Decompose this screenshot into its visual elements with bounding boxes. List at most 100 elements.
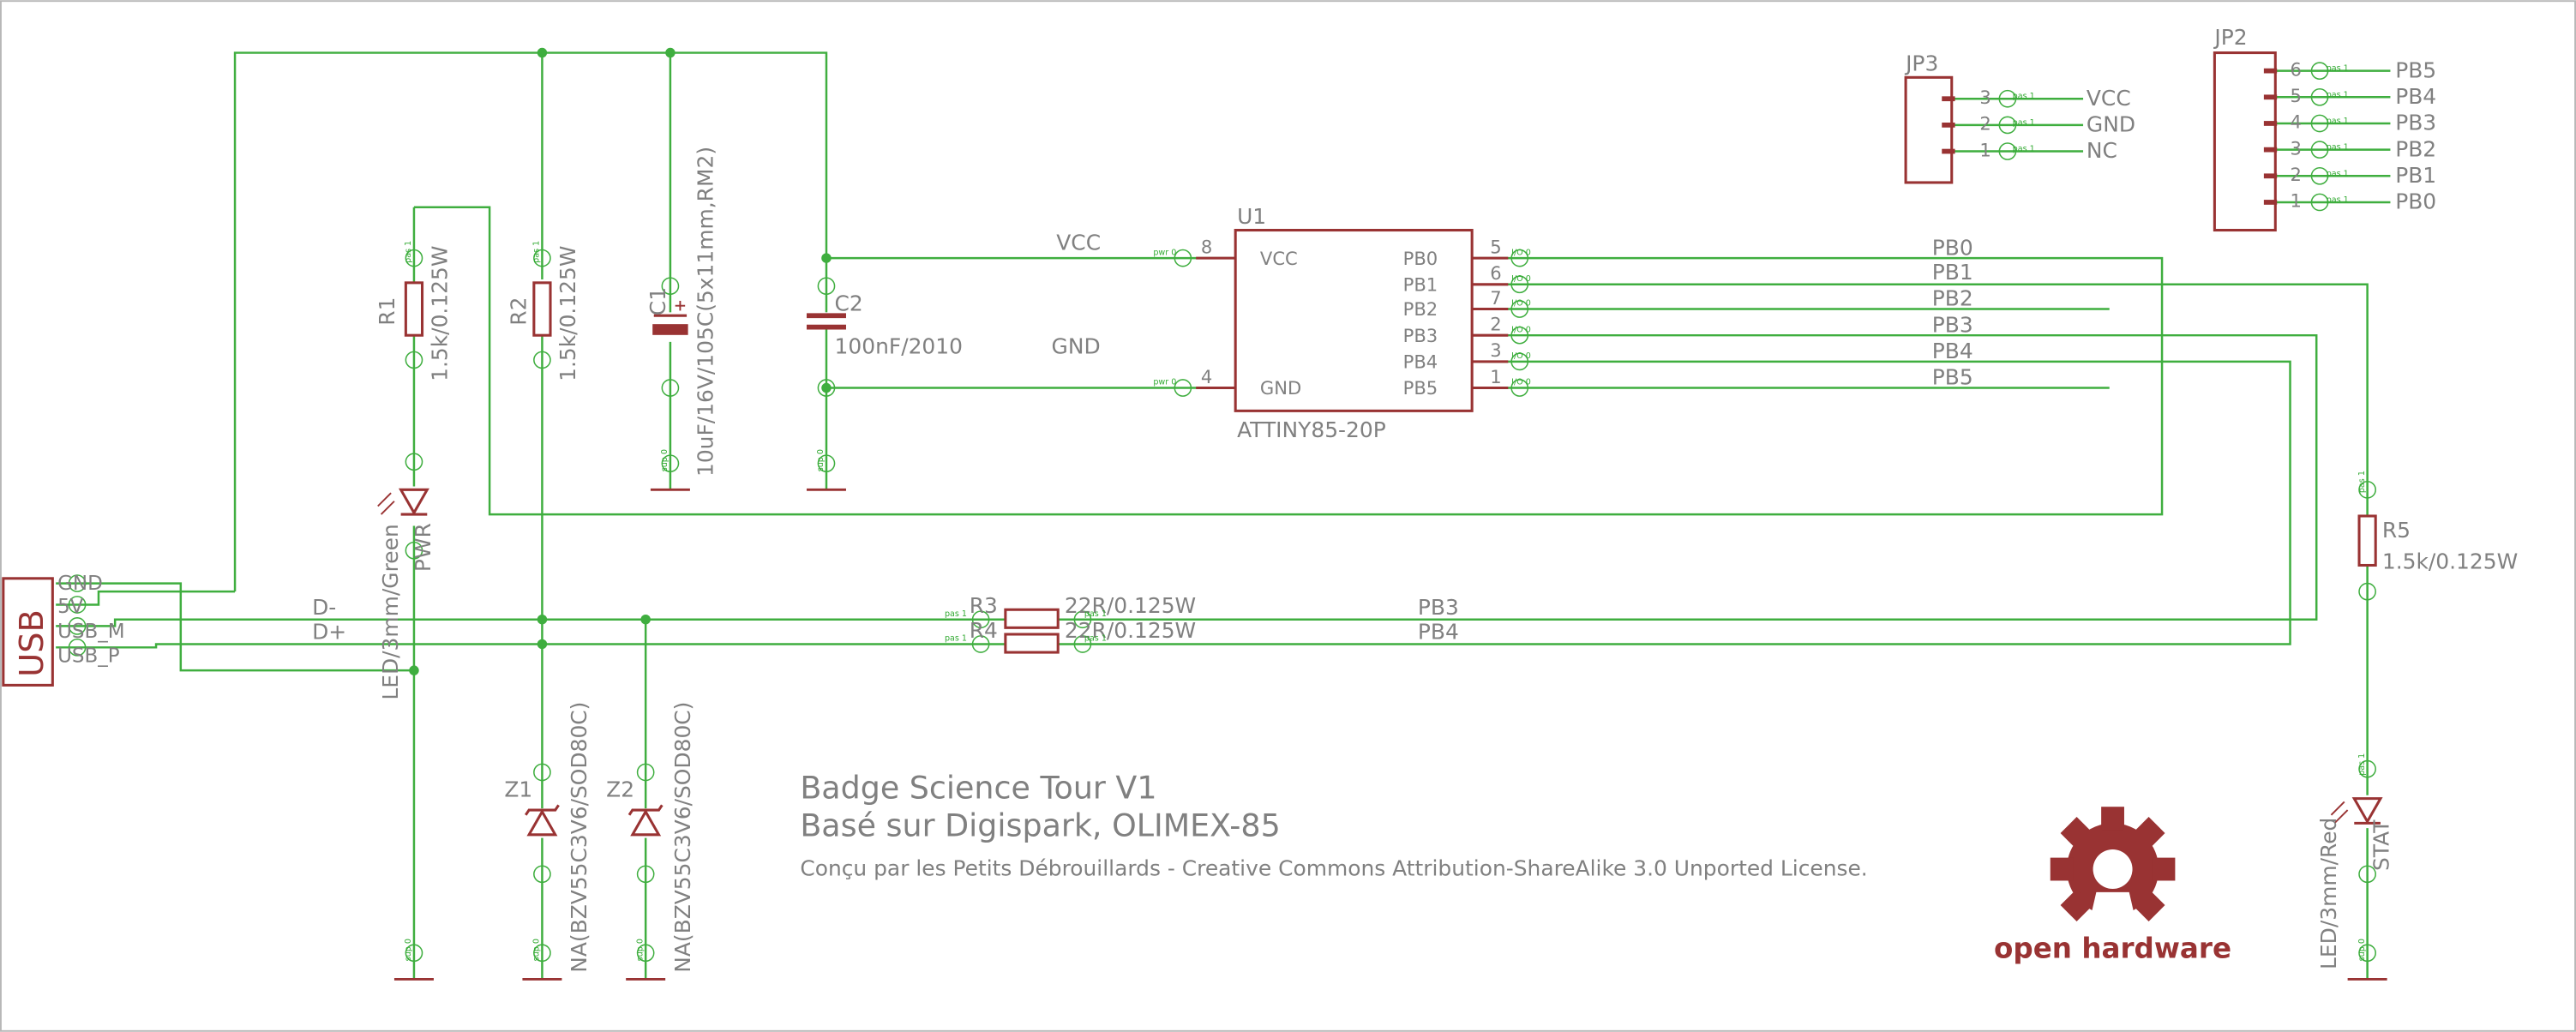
led-pwr-triangle <box>398 488 429 516</box>
pin-tag: sup 0 <box>660 449 670 471</box>
z1-name: Z1 <box>504 777 532 802</box>
wire-usb-d-minus <box>56 618 1006 627</box>
u1-name: U1 <box>1237 204 1266 229</box>
led-stat-arrow <box>2330 801 2345 816</box>
resistor-r3-body <box>1004 608 1060 629</box>
net-pb4: PB4 <box>1932 339 1973 363</box>
junction-dot <box>821 253 832 263</box>
u1-pin-num: 1 <box>1490 366 1501 387</box>
wire-r4-pb4 <box>1058 360 2291 645</box>
jp2-pin-num: 4 <box>2291 111 2302 133</box>
jp2-net-label: PB2 <box>2395 136 2436 161</box>
u1-body <box>1234 229 1474 412</box>
u1-pin-pb5-name: PB5 <box>1403 377 1438 399</box>
u1-pin-pb4-name: PB4 <box>1403 351 1438 373</box>
pin-tag: pas 1 <box>2327 143 2349 153</box>
u1-pin-num: 2 <box>1490 313 1501 334</box>
led-stat-arrow <box>2333 809 2349 825</box>
u1-pin-pb2-name: PB2 <box>1403 298 1438 320</box>
net-pb2: PB2 <box>1932 286 1973 311</box>
pin-tag: I/O 0 <box>1511 378 1531 387</box>
pin-tag: pas 1 <box>2013 118 2035 128</box>
z2-name: Z2 <box>606 777 634 802</box>
pin-tag: sup 0 <box>404 939 413 961</box>
jp2-pin-num: 2 <box>2291 164 2302 185</box>
jp3-net-label: GND <box>2087 112 2135 137</box>
led-stat-value: LED/3mm/Red <box>2316 818 2341 969</box>
jp2-name: JP2 <box>2213 25 2247 50</box>
u1-pin-vcc-name: VCC <box>1260 248 1298 269</box>
pin-tag: pas 1 <box>2327 90 2349 99</box>
wire-vcc-rail <box>233 51 828 592</box>
ground-symbols <box>393 488 2387 981</box>
capacitor-c1-plate-neg <box>652 324 688 335</box>
net-pb3: PB3 <box>1932 312 1973 337</box>
pin-tag: I/O 0 <box>1511 248 1531 257</box>
pin-tag: pas 1 <box>2357 471 2367 493</box>
u1-pin-4-num: 4 <box>1201 366 1212 387</box>
jp3-pin-num: 2 <box>1979 113 1991 135</box>
jp2-body <box>2213 51 2277 232</box>
wire-pb0-loop <box>413 206 2164 516</box>
pin-tag: pas 1 <box>1084 634 1107 644</box>
net-d-plus: D+ <box>312 620 346 645</box>
resistor-r5-body <box>2357 514 2377 567</box>
pin-tag: pwr 0 <box>1153 378 1176 387</box>
zener-z1-triangle <box>526 808 558 837</box>
jp3-pin-num: 1 <box>1979 139 1991 160</box>
jp3-net-label: NC <box>2087 138 2117 163</box>
junction-dot <box>537 639 548 650</box>
u1-pin-pb0-name: PB0 <box>1403 248 1438 269</box>
jp2-net-label: PB1 <box>2395 163 2436 188</box>
usb-label: USB <box>13 609 51 677</box>
u1-value: ATTINY85-20P <box>1237 417 1386 442</box>
wire-pb1-r5 <box>1478 283 2369 516</box>
u1-pin-gnd-name: GND <box>1260 377 1301 399</box>
open-hardware-gear-icon <box>2050 807 2176 935</box>
pin-tag: pwr 0 <box>1153 248 1176 257</box>
usb-pin-usb-m: USB_M <box>57 621 125 643</box>
u1-pin-pb1-name: PB1 <box>1403 273 1438 295</box>
jp3-pin-num: 3 <box>1979 87 1991 108</box>
pin-tag: pas 1 <box>2013 145 2035 154</box>
wire-usb-5v <box>56 590 236 606</box>
pin-tag: pas 1 <box>945 609 967 619</box>
usb-pin-5v: 5V <box>57 596 84 618</box>
u1-pin-num: 3 <box>1490 339 1501 361</box>
resistor-r2-body <box>532 281 552 337</box>
jp2-pin-num: 3 <box>2291 137 2302 159</box>
net-d-minus: D- <box>312 595 336 620</box>
jp2-net-label: PB5 <box>2395 57 2436 82</box>
r1-name: R1 <box>375 297 399 326</box>
title-line-3: Conçu par les Petits Débrouillards - Cre… <box>800 856 1867 881</box>
title-line-1: Badge Science Tour V1 <box>800 770 1156 807</box>
pin-tag: pas 1 <box>2327 64 2349 74</box>
pin-tag: pas 1 <box>2013 92 2035 101</box>
junction-dot <box>821 382 832 393</box>
z1-value: NA(BZV55C3V6/SOD80C) <box>567 702 591 973</box>
c2-value: 100nF/2010 <box>835 333 963 358</box>
pin-tags: pwr 0 pwr 0 I/O 0 I/O 0 I/O 0 I/O 0 I/O … <box>404 64 2367 962</box>
u1-pin-8-num: 8 <box>1201 236 1212 257</box>
pin-tag: pas 1 <box>532 241 542 263</box>
labels: Badge Science Tour V1 Basé sur Digispark… <box>13 25 2518 973</box>
pin-tag: pas 1 <box>2327 117 2349 126</box>
junction-dot <box>640 614 651 625</box>
jp2-pin-num: 5 <box>2291 85 2302 106</box>
jp3-body <box>1904 75 1954 184</box>
jp2-net-label: PB3 <box>2395 111 2436 135</box>
pin-tag: pas 1 <box>2357 753 2367 776</box>
u1-pin-pb3-name: PB3 <box>1403 325 1438 346</box>
junctions <box>409 47 832 675</box>
jp3-net-label: VCC <box>2087 86 2131 111</box>
junction-dot <box>665 47 676 58</box>
led-stat-triangle <box>2351 797 2383 825</box>
open-hardware-text: open hardware <box>1994 933 2231 965</box>
c1-name: C1 <box>646 287 670 315</box>
resistor-r1-body <box>404 281 424 337</box>
u1-pin-num: 6 <box>1490 262 1501 284</box>
led-pwr-arrow <box>380 501 395 515</box>
junction-dot <box>409 665 419 675</box>
